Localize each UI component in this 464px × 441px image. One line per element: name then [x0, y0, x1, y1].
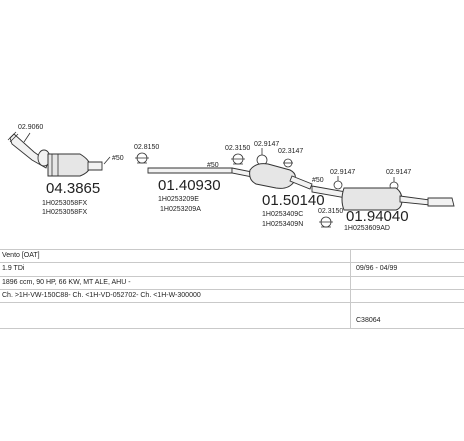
middle-pipe-part [147, 167, 233, 174]
part-number: 01.50140 [262, 192, 325, 209]
part-code: 1H0253409C [262, 211, 303, 218]
model-row: Vento [OAT] [0, 251, 464, 261]
part-code: 1H0253058FX [42, 200, 87, 207]
part-number: 04.3865 [46, 180, 100, 197]
diameter-mark: #50 [207, 162, 219, 169]
production-years: 09/96 - 04/99 [356, 265, 398, 272]
fitting-code: 02.9147 [330, 169, 355, 176]
rear-silencer-part [311, 185, 455, 211]
table-rule [0, 249, 464, 250]
chassis-row: Ch. >1H-VW-150C88- Ch. <1H-VD-052702- Ch… [0, 291, 464, 301]
clamp-icon [319, 216, 333, 228]
leader-line [103, 156, 111, 165]
table-rule [0, 276, 464, 277]
part-code: 1H0253209E [158, 196, 199, 203]
part-code: 1H0253209A [160, 206, 201, 213]
table-divider [350, 249, 351, 329]
catalogue-number: C38064 [356, 317, 381, 324]
fitting-code: 02.3150 [225, 145, 250, 152]
engine-spec: 1896 ccm, 90 HP, 66 KW, MT ALE, AHU - [2, 279, 131, 286]
leader-line [23, 132, 31, 143]
spec-row: 1896 ccm, 90 HP, 66 KW, MT ALE, AHU - [0, 278, 464, 288]
fitting-code: 02.3150 [318, 208, 343, 215]
diameter-mark: #50 [112, 155, 124, 162]
clamp-icon [135, 152, 149, 164]
table-rule [0, 302, 464, 303]
part-number: 01.40930 [158, 177, 221, 194]
fitting-code: 02.3147 [278, 148, 303, 155]
part-code: 1H0253409N [262, 221, 303, 228]
hanger-icon [333, 176, 343, 190]
fitting-code: 02.8150 [134, 144, 159, 151]
clamp-icon [231, 153, 245, 165]
engine-row: 1.9 TDi 09/96 - 04/99 [0, 264, 464, 274]
part-code: 1H0253609AD [344, 225, 390, 232]
table-rule [0, 262, 464, 263]
engine-name: 1.9 TDi [2, 265, 25, 272]
table-rule [0, 328, 464, 329]
hanger-icon [256, 148, 268, 166]
clamp-icon [283, 158, 293, 168]
fitting-code: 02.9060 [18, 124, 43, 131]
part-number: 01.94040 [346, 208, 409, 225]
catalogue-row: C38064 [0, 316, 464, 326]
front-catalyst-part [7, 131, 103, 177]
fitting-code: 02.9147 [386, 169, 411, 176]
model-name: Vento [OAT] [2, 252, 40, 259]
center-silencer-part [231, 163, 313, 190]
chassis-range: Ch. >1H-VW-150C88- Ch. <1H-VD-052702- Ch… [2, 292, 201, 299]
exhaust-diagram: 02.9060 02.8150 #50 #50 02.3150 02.9147 … [7, 124, 455, 232]
table-rule [0, 289, 464, 290]
fitting-code: 02.9147 [254, 141, 279, 148]
diameter-mark: #50 [312, 177, 324, 184]
part-code: 1H0253058FX [42, 209, 87, 216]
